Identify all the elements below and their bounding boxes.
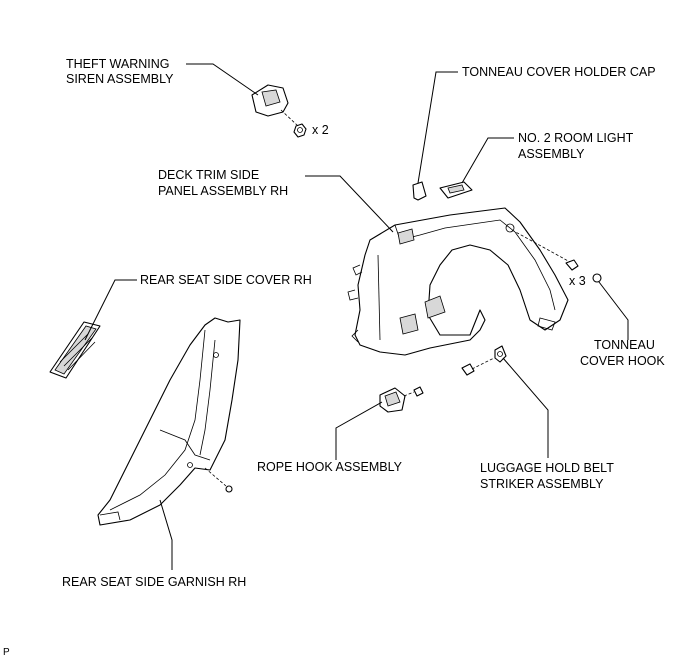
tonneau-cover-holder-cap xyxy=(412,181,427,201)
theft-label-line2: SIREN ASSEMBLY xyxy=(66,72,174,86)
room-light-label-line2: ASSEMBLY xyxy=(518,147,585,161)
deck-trim-panel xyxy=(347,207,569,356)
deck-label-line1: DECK TRIM SIDE xyxy=(158,168,260,182)
deck-screw xyxy=(565,259,579,271)
deck-label-line2: PANEL ASSEMBLY RH xyxy=(158,184,289,198)
deck-leader xyxy=(305,175,394,233)
rear-cover-leader xyxy=(84,279,137,341)
rear-seat-side-garnish xyxy=(97,317,241,526)
cap-leader xyxy=(417,71,458,184)
rope-hook xyxy=(379,386,424,413)
deck-quantity: x 3 xyxy=(569,274,586,288)
rear-seat-side-cover xyxy=(49,321,101,379)
room-light xyxy=(439,181,473,199)
cap-label: TONNEAU COVER HOLDER CAP xyxy=(462,65,656,79)
rear-cover-label: REAR SEAT SIDE COVER RH xyxy=(140,273,312,287)
garnish-leader xyxy=(159,499,173,570)
hook-leader xyxy=(598,281,629,340)
room-light-leader xyxy=(461,137,514,184)
hook-label-line2: COVER HOOK xyxy=(580,354,665,368)
theft-quantity: x 2 xyxy=(312,123,329,137)
theft-label-line1: THEFT WARNING xyxy=(66,57,170,71)
room-light-label-line1: NO. 2 ROOM LIGHT xyxy=(518,131,634,145)
belt-label-line2: STRIKER ASSEMBLY xyxy=(480,477,604,491)
hook-label-line1: TONNEAU xyxy=(594,338,655,352)
belt-leader xyxy=(502,357,549,458)
corner-mark: P xyxy=(3,647,10,658)
garnish-label: REAR SEAT SIDE GARNISH RH xyxy=(62,575,247,589)
theft-leader xyxy=(186,63,259,96)
garnish-clip xyxy=(225,485,233,493)
belt-striker xyxy=(461,345,507,376)
belt-label-line1: LUGGAGE HOLD BELT xyxy=(480,461,614,475)
tonneau-cover-hook xyxy=(592,273,602,283)
siren-nut xyxy=(293,123,307,138)
rope-leader xyxy=(335,401,383,460)
theft-warning-siren xyxy=(251,84,289,117)
rope-label: ROPE HOOK ASSEMBLY xyxy=(257,460,402,474)
